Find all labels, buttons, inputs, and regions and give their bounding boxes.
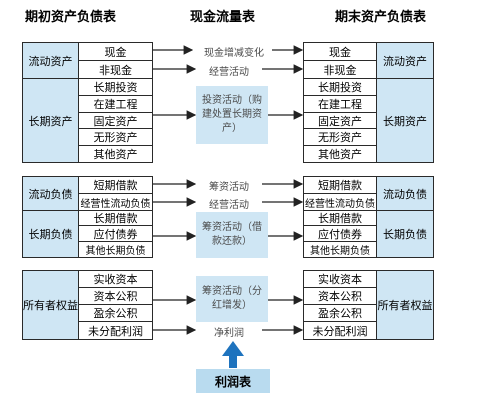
left-item-short-loan: 短期借款 — [79, 177, 152, 194]
flow-net-profit: 净利润 — [214, 328, 244, 339]
up-arrow-icon — [222, 341, 244, 368]
left-cat-equity: 所有者权益 — [23, 271, 79, 339]
middle-header: 现金流量表 — [190, 10, 256, 25]
right-item-surplus: 盈余公积 — [304, 305, 376, 322]
flow-operating-3: 经营活动 — [209, 200, 249, 211]
right-item-long-loan: 长期借款 — [304, 211, 376, 226]
right-item-other: 其他资产 — [304, 146, 376, 162]
left-item-noncash: 非现金 — [79, 61, 152, 79]
flow-financing-equity-box: 筹资活动（分红增发） — [196, 276, 268, 322]
flow-investing-box: 投资活动（购建处置长期资产） — [196, 86, 268, 144]
right-item-capital-reserve: 资本公积 — [304, 288, 376, 305]
left-item-oper-liab: 经营性流动负债 — [79, 194, 152, 211]
right-cat-long-liab: 长期负债 — [377, 211, 433, 257]
left-item-retained: 未分配利润 — [79, 322, 152, 339]
right-cat-long-assets: 长期资产 — [377, 79, 433, 162]
left-item-construction: 在建工程 — [79, 96, 152, 113]
right-equity-group: 实收资本 资本公积 盈余公积 未分配利润 所有者权益 — [303, 270, 434, 340]
left-item-paid-capital: 实收资本 — [79, 271, 152, 288]
right-header: 期末资产负债表 — [335, 10, 427, 25]
left-cat-current-liab: 流动负债 — [23, 177, 79, 211]
left-item-other: 其他资产 — [79, 146, 152, 162]
right-cat-equity: 所有者权益 — [377, 271, 433, 339]
left-item-long-loan: 长期借款 — [79, 211, 152, 226]
left-equity-group: 所有者权益 实收资本 资本公积 盈余公积 未分配利润 — [22, 270, 153, 340]
right-item-paid-capital: 实收资本 — [304, 271, 376, 288]
left-item-capital-reserve: 资本公积 — [79, 288, 152, 305]
right-assets-group: 现金 非现金 长期投资 在建工程 固定资产 无形资产 其他资产 流动资产 长期资… — [303, 42, 434, 163]
left-liab-group: 流动负债 长期负债 短期借款 经营性流动负债 长期借款 应付债券 其他长期负债 — [22, 176, 153, 258]
left-item-lt-invest: 长期投资 — [79, 79, 152, 96]
right-item-oper-liab: 经营性流动负债 — [304, 194, 376, 211]
left-item-intangible: 无形资产 — [79, 129, 152, 146]
right-item-noncash: 非现金 — [304, 61, 376, 79]
left-cat-long-liab: 长期负债 — [23, 211, 79, 257]
flow-operating-2: 筹资活动 — [209, 182, 249, 193]
flow-financing-debt-box: 筹资活动（借款还款） — [196, 212, 268, 258]
right-cat-current-assets: 流动资产 — [377, 43, 433, 79]
left-item-other-liab: 其他长期负债 — [79, 242, 152, 257]
right-item-other-liab: 其他长期负债 — [304, 242, 376, 257]
left-cat-long-assets: 长期资产 — [23, 79, 79, 162]
left-item-bonds: 应付债券 — [79, 226, 152, 242]
right-item-intangible: 无形资产 — [304, 129, 376, 146]
left-item-surplus: 盈余公积 — [79, 305, 152, 322]
right-item-fixed: 固定资产 — [304, 113, 376, 129]
flow-operating-1: 经营活动 — [209, 67, 249, 78]
right-item-bonds: 应付债券 — [304, 226, 376, 242]
right-item-retained: 未分配利润 — [304, 322, 376, 339]
right-item-lt-invest: 长期投资 — [304, 79, 376, 96]
income-statement-box: 利润表 — [196, 369, 270, 393]
left-item-fixed: 固定资产 — [79, 113, 152, 129]
left-cat-current-assets: 流动资产 — [23, 43, 79, 79]
left-header: 期初资产负债表 — [25, 10, 117, 25]
right-liab-group: 短期借款 经营性流动负债 长期借款 应付债券 其他长期负债 流动负债 长期负债 — [303, 176, 434, 258]
flow-cash-change: 现金增减变化 — [204, 48, 264, 59]
right-item-short-loan: 短期借款 — [304, 177, 376, 194]
right-cat-current-liab: 流动负债 — [377, 177, 433, 211]
right-item-cash: 现金 — [304, 43, 376, 61]
right-item-construction: 在建工程 — [304, 96, 376, 113]
left-assets-group: 流动资产 长期资产 现金 非现金 长期投资 在建工程 固定资产 无形资产 其他资… — [22, 42, 153, 163]
left-item-cash: 现金 — [79, 43, 152, 61]
